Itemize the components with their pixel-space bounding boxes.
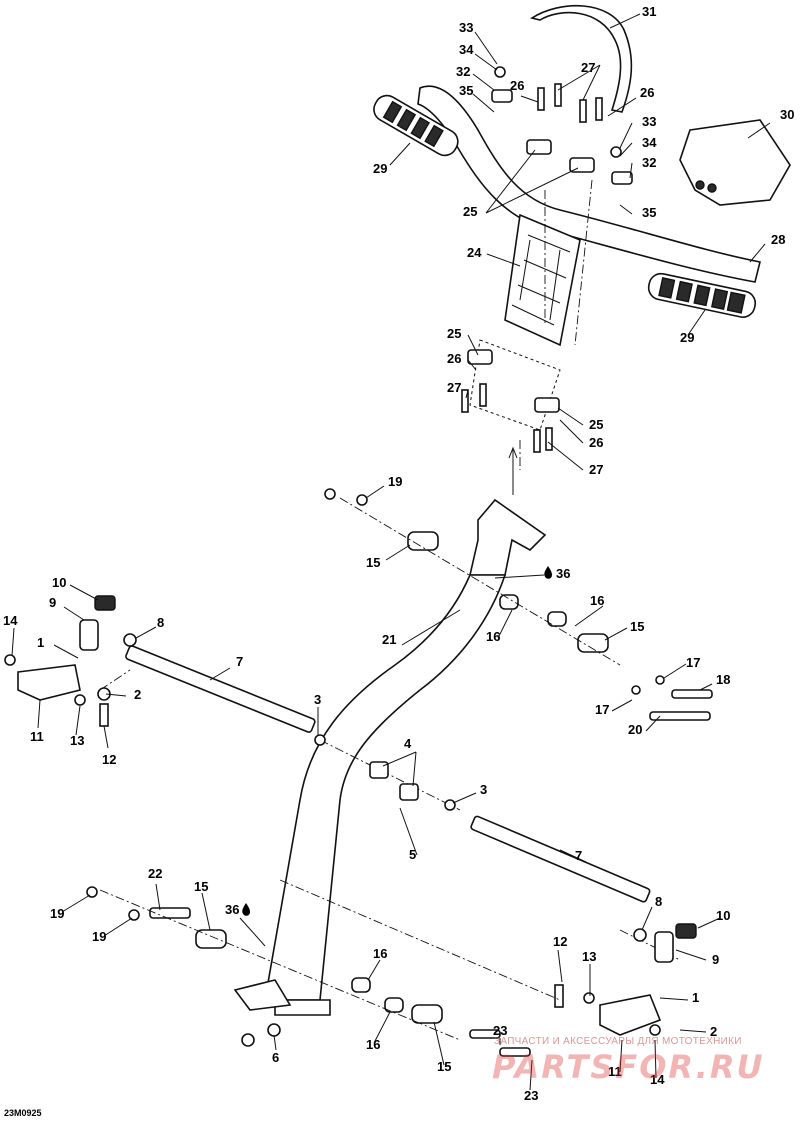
callout-24: 24 bbox=[467, 245, 482, 260]
callout-15: 15 bbox=[194, 879, 208, 894]
callout-26: 26 bbox=[640, 85, 654, 100]
callout-12: 12 bbox=[553, 934, 567, 949]
callout-26: 26 bbox=[589, 435, 603, 450]
callout-29: 29 bbox=[373, 161, 387, 176]
callout-3: 3 bbox=[480, 782, 487, 797]
drawing-code: 23M0925 bbox=[4, 1108, 42, 1118]
callout-21: 21 bbox=[382, 632, 396, 647]
callout-3: 3 bbox=[314, 692, 321, 707]
callout-16: 16 bbox=[366, 1037, 380, 1052]
callout-13: 13 bbox=[70, 733, 84, 748]
callout-32: 32 bbox=[642, 155, 656, 170]
callout-14: 14 bbox=[650, 1072, 665, 1087]
callout-14: 14 bbox=[3, 613, 18, 628]
callout-31: 31 bbox=[642, 4, 656, 19]
callout-17: 17 bbox=[686, 655, 700, 670]
callout-4: 4 bbox=[404, 736, 412, 751]
callout-11: 11 bbox=[30, 729, 44, 744]
callout-25: 25 bbox=[463, 204, 477, 219]
callout-27: 27 bbox=[447, 380, 461, 395]
callout-34: 34 bbox=[642, 135, 657, 150]
callout-34: 34 bbox=[459, 42, 474, 57]
handlebar-assembly bbox=[373, 4, 791, 495]
callout-8: 8 bbox=[655, 894, 662, 909]
callout-16: 16 bbox=[590, 593, 604, 608]
callout-22: 22 bbox=[148, 866, 162, 881]
callout-27: 27 bbox=[581, 60, 595, 75]
callout-16: 16 bbox=[373, 946, 387, 961]
callout-30: 30 bbox=[780, 107, 794, 122]
tie-rod-7-right bbox=[470, 815, 651, 903]
handlebar-part-28 bbox=[417, 85, 761, 283]
callout-15: 15 bbox=[366, 555, 380, 570]
callout-9: 9 bbox=[712, 952, 719, 967]
callout-19: 19 bbox=[92, 929, 106, 944]
spindle-part-11-left bbox=[17, 664, 81, 701]
callout-33: 33 bbox=[459, 20, 473, 35]
watermark-tagline: ЗАПЧАСТИ И АКСЕССУАРЫ ДЛЯ МОТОТЕХНИКИ bbox=[494, 1036, 742, 1047]
callout-16: 16 bbox=[486, 629, 500, 644]
callout-29: 29 bbox=[680, 330, 694, 345]
pad-part-30 bbox=[679, 119, 791, 206]
grease-drop-icon bbox=[242, 566, 552, 916]
callout-15: 15 bbox=[437, 1059, 451, 1074]
callout-26: 26 bbox=[510, 78, 524, 93]
callout-27: 27 bbox=[589, 462, 603, 477]
assembly-arrow bbox=[508, 446, 518, 495]
callout-19: 19 bbox=[50, 906, 64, 921]
callout-20: 20 bbox=[628, 722, 642, 737]
callout-7: 7 bbox=[575, 848, 582, 863]
tie-rod-7-left bbox=[125, 645, 316, 733]
callout-11: 11 bbox=[608, 1064, 622, 1079]
spindle-part-11-right bbox=[599, 994, 662, 1036]
leader-lines bbox=[11, 13, 771, 1091]
callout-1: 1 bbox=[37, 635, 44, 650]
callout-26: 26 bbox=[447, 351, 461, 366]
callout-35: 35 bbox=[459, 83, 473, 98]
callout-25: 25 bbox=[447, 326, 461, 341]
callout-1: 1 bbox=[692, 990, 699, 1005]
riser-base bbox=[469, 339, 561, 431]
callout-36: 36 bbox=[225, 902, 239, 917]
callout-25: 25 bbox=[589, 417, 603, 432]
riser-part-24 bbox=[504, 213, 581, 347]
callout-33: 33 bbox=[642, 114, 656, 129]
grip-part-29-right bbox=[647, 272, 757, 318]
callout-23: 23 bbox=[493, 1023, 507, 1038]
callout-6: 6 bbox=[272, 1050, 279, 1065]
strap-part-31 bbox=[530, 4, 633, 113]
callout-2: 2 bbox=[134, 687, 141, 702]
callout-17: 17 bbox=[595, 702, 609, 717]
callout-28: 28 bbox=[771, 232, 785, 247]
callout-10: 10 bbox=[716, 908, 730, 923]
callout-7: 7 bbox=[236, 654, 243, 669]
callout-19: 19 bbox=[388, 474, 402, 489]
callout-18: 18 bbox=[716, 672, 730, 687]
callout-10: 10 bbox=[52, 575, 66, 590]
watermark: ЗАПЧАСТИ И АКСЕССУАРЫ ДЛЯ МОТОТЕХНИКИ PA… bbox=[462, 1036, 792, 1086]
callout-23: 23 bbox=[524, 1088, 538, 1103]
callout-12: 12 bbox=[102, 752, 116, 767]
callout-32: 32 bbox=[456, 64, 470, 79]
callout-labels: 1 1 2 2 3 3 4 5 6 7 7 8 8 9 9 10 10 11 1… bbox=[3, 4, 794, 1103]
callout-5: 5 bbox=[409, 847, 416, 862]
misc-small-parts bbox=[4, 488, 713, 1057]
callout-13: 13 bbox=[582, 949, 596, 964]
grip-part-29-left bbox=[373, 94, 459, 157]
callout-35: 35 bbox=[642, 205, 656, 220]
callout-9: 9 bbox=[49, 595, 56, 610]
steering-column-21 bbox=[233, 498, 547, 1016]
callout-36: 36 bbox=[556, 566, 570, 581]
callout-15: 15 bbox=[630, 619, 644, 634]
callout-2: 2 bbox=[710, 1024, 717, 1039]
watermark-brand: PARTSFOR.RU bbox=[492, 1048, 765, 1086]
callout-8: 8 bbox=[157, 615, 164, 630]
